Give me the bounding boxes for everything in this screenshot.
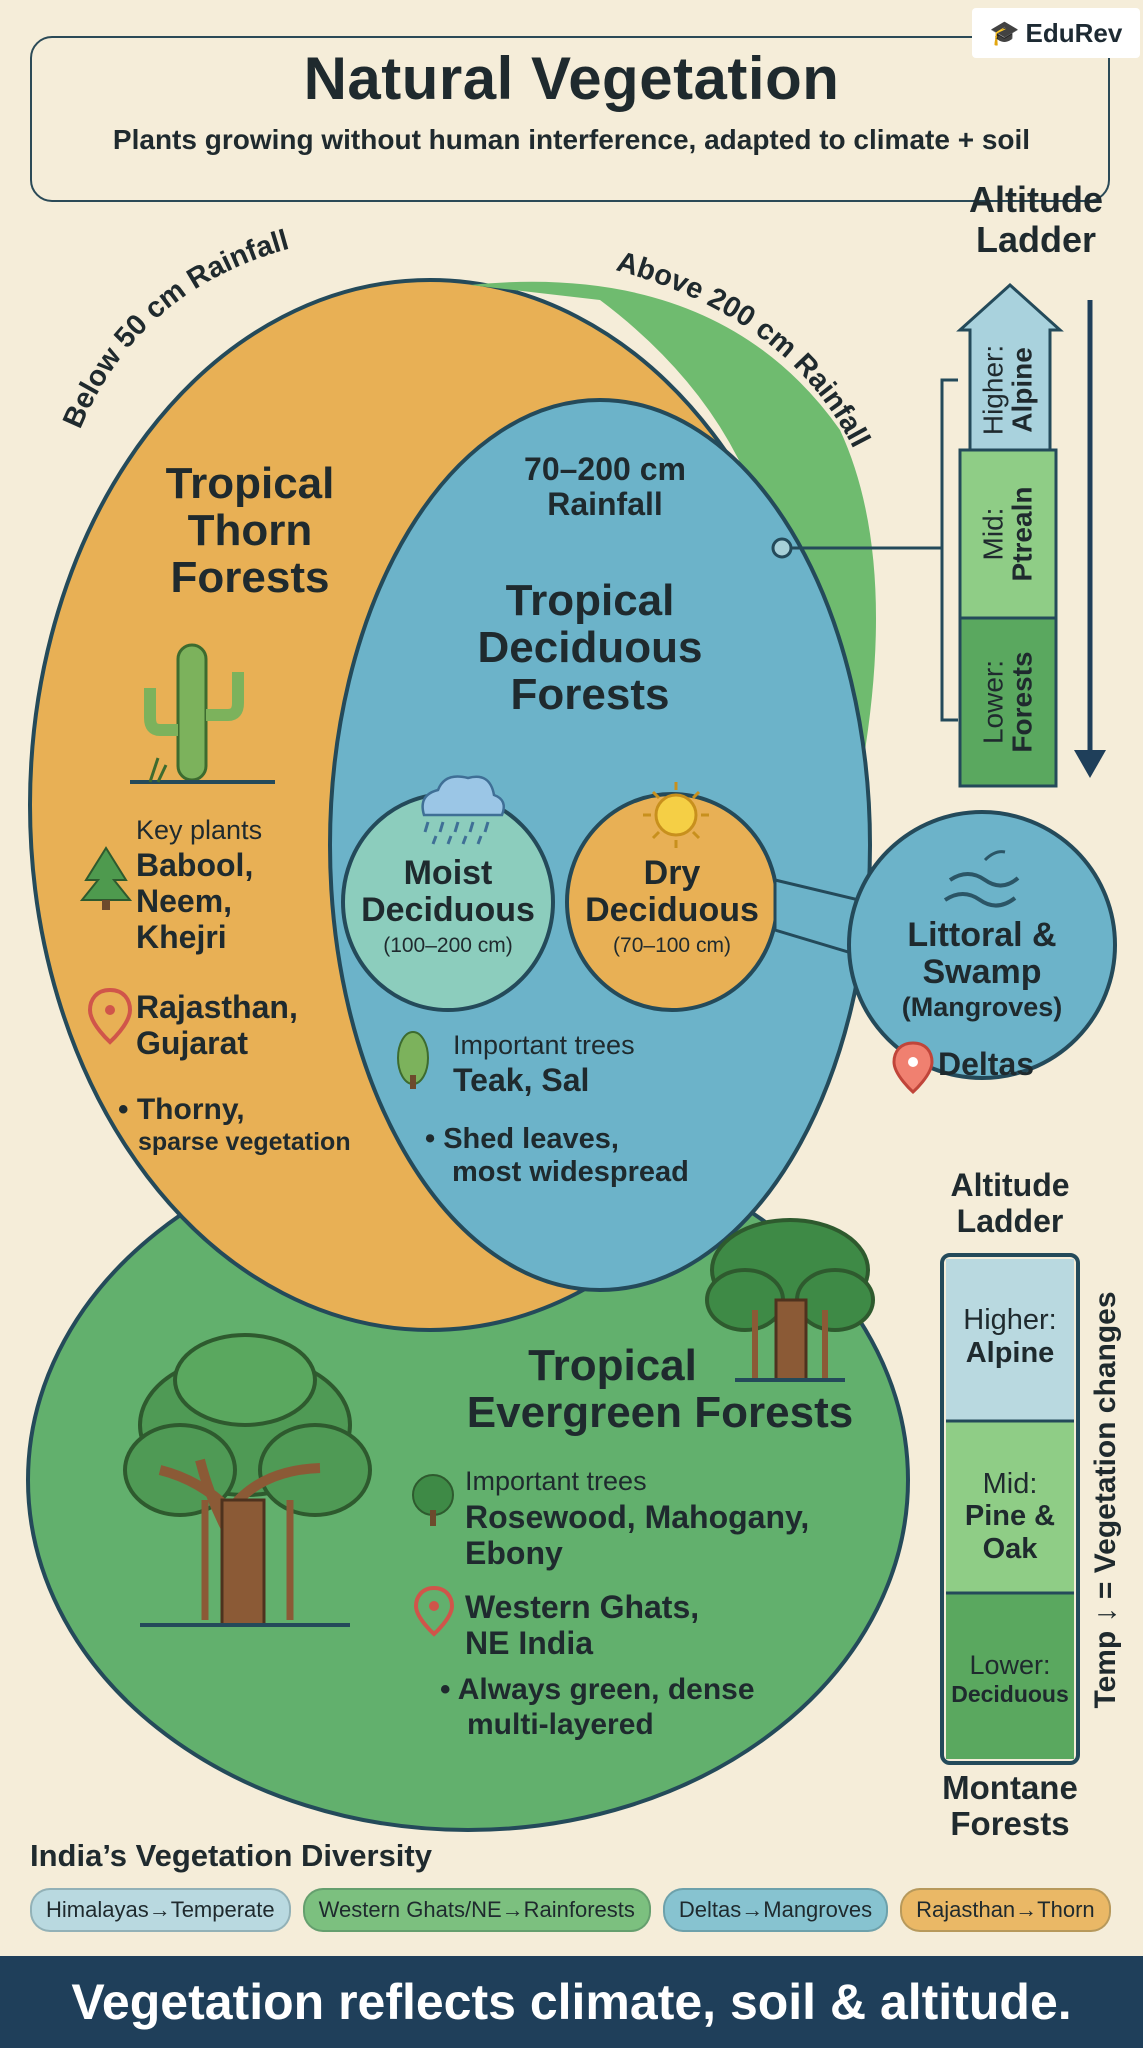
deciduous-trees-label: Important trees [453, 1030, 635, 1060]
title-frame [30, 36, 1110, 202]
ladder-bottom-mid: Mid: Pine & Oak [964, 1468, 1056, 1565]
edurev-logo: 🎓 EduRev [972, 8, 1140, 58]
tree-icon [397, 1031, 429, 1089]
deciduous-rainfall-label: 70–200 cm Rainfall [524, 451, 686, 523]
evergreen-title: Tropical Evergreen Forests [466, 1341, 854, 1438]
ladder-top-arrow [956, 282, 1064, 452]
ladder-connector-line [791, 378, 958, 722]
thorn-bullet: • Thorny, sparse vegetation [118, 1093, 351, 1156]
banyan-tree-illustration [705, 1218, 875, 1382]
ladder-top-title: Altitude Ladder [969, 179, 1103, 260]
mangrove-water-icon [943, 850, 1020, 908]
deciduous-title: Tropical Deciduous Forests [477, 576, 703, 720]
ladder-top-mid: Mid: Ptrealn [977, 486, 1038, 582]
page-title: Natural Vegetation [303, 45, 840, 112]
moist-deciduous-text: Moist Deciduous (100–200 cm) [361, 854, 535, 957]
diversity-title: India’s Vegetation Diversity [30, 1838, 432, 1873]
ladder-bottom-lower: Lower: Deciduous [951, 1650, 1069, 1708]
rain-cloud-icon [421, 775, 505, 845]
location-pin-icon [892, 1041, 934, 1095]
dry-deciduous-text: Dry Deciduous (70–100 cm) [585, 854, 759, 957]
ladder-bottom-higher: Higher: Alpine [963, 1304, 1057, 1370]
page-subtitle: Plants growing without human interferenc… [112, 124, 1031, 155]
diversity-tag: Western Ghats/NE→Rainforests [302, 1888, 651, 1932]
diversity-tag: Himalayas→Temperate [30, 1888, 291, 1932]
thorn-title: Tropical Thorn Forests [165, 459, 335, 603]
evergreen-trees-label: Important trees [465, 1466, 647, 1496]
graduation-cap-icon: 🎓 [989, 19, 1020, 47]
ladder-top-mid-box [958, 448, 1058, 620]
ladder-top-lower-box [958, 616, 1058, 788]
connector-dot [771, 537, 793, 559]
ladder-bottom-title: Altitude Ladder [950, 1167, 1070, 1239]
diversity-tag: Rajasthan→Thorn [900, 1888, 1111, 1932]
location-pin-icon [413, 1585, 455, 1637]
thorn-location: Rajasthan, Gujarat [136, 989, 298, 1061]
ladder-side-label: Temp ↓ = Vegetation changes [1089, 1291, 1122, 1709]
tree-icon [412, 1474, 454, 1526]
diversity-tags: Himalayas→Temperate Western Ghats/NE→Rai… [30, 1888, 1111, 1932]
deciduous-trees: Teak, Sal [453, 1062, 590, 1098]
pine-tree-icon [79, 846, 133, 910]
ladder-down-arrowhead [1074, 750, 1106, 778]
ladder-bottom-higher-box [946, 1259, 1074, 1421]
littoral-text: Littoral & Swamp (Mangroves) [901, 916, 1063, 1022]
evergreen-location: Western Ghats, NE India [465, 1589, 700, 1661]
ladder-bottom-lower-box [946, 1593, 1074, 1759]
ladder-top-higher: Higher: Alpine [977, 344, 1038, 436]
thorn-key-plants-label: Key plants [136, 815, 263, 845]
montane-forests-label: Montane Forests [942, 1769, 1078, 1843]
thorn-plants-list: Babool, Neem, Khejri [136, 847, 254, 955]
ladder-bottom-mid-box [946, 1421, 1074, 1593]
cactus-icon [130, 643, 275, 784]
footer-banner: Vegetation reflects climate, soil & alti… [0, 1956, 1143, 2048]
sun-icon [643, 782, 709, 848]
diversity-tag: Deltas→Mangroves [662, 1888, 889, 1932]
banyan-tree-illustration [123, 1333, 372, 1627]
evergreen-bullet: • Always green, dense multi-layered [440, 1673, 755, 1741]
logo-text: EduRev [1025, 17, 1123, 48]
location-pin-icon [87, 987, 133, 1045]
evergreen-trees: Rosewood, Mahogany, Ebony [465, 1499, 810, 1571]
littoral-circle [847, 810, 1117, 1080]
deciduous-bullet: • Shed leaves, most widespread [425, 1123, 689, 1189]
ladder-bottom-frame [940, 1253, 1080, 1765]
littoral-location: Deltas [938, 1046, 1035, 1082]
ladder-top-lower: Lower: Forests [977, 651, 1038, 753]
